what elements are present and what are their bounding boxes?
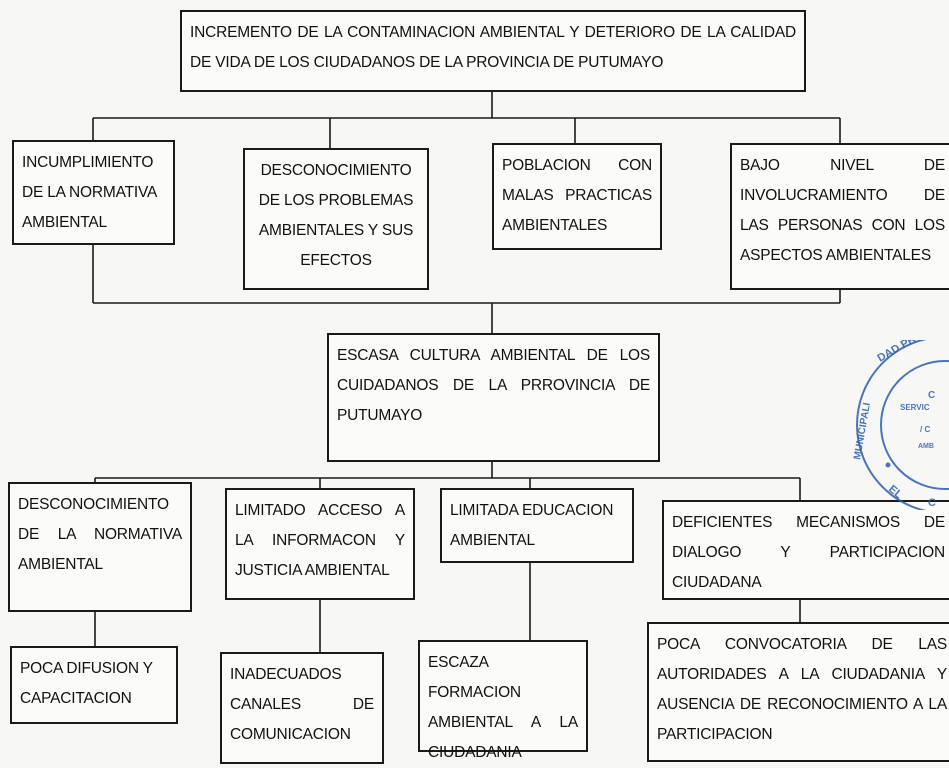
municipal-seal-stamp: DAD PR MUNICIPALI SERVIC C / C AMB EL C	[852, 340, 949, 510]
svg-text:MUNICIPALI: MUNICIPALI	[852, 402, 873, 461]
svg-text:DAD PR: DAD PR	[876, 340, 919, 365]
cause-text-3: POBLACION CON MALAS PRACTICAS AMBIENTALE…	[502, 157, 652, 234]
svg-text:/ C: / C	[920, 425, 930, 434]
sub-effect-box-4: POCA CONVOCATORIA DE LAS AUTORIDADES A L…	[647, 622, 949, 762]
effect-box-1: DESCONOCIMIENTO DE LA NORMATIVA AMBIENTA…	[8, 482, 192, 612]
effect-box-3: LIMITADA EDUCACION AMBIENTAL	[440, 488, 634, 563]
sub-effect-box-1: POCA DIFUSION Y CAPACITACION	[10, 646, 178, 724]
effect-text-1: DESCONOCIMIENTO DE LA NORMATIVA AMBIENTA…	[18, 496, 182, 573]
cause-text-1: INCUMPLIMIENTO DE LA NORMATIVA AMBIENTAL	[22, 154, 157, 231]
cause-text-2: DESCONOCIMIENTO DE LOS PROBLEMAS AMBIENT…	[258, 162, 414, 269]
cause-box-3: POBLACION CON MALAS PRACTICAS AMBIENTALE…	[492, 143, 662, 250]
effect-box-4: DEFICIENTES MECANISMOS DE DIALOGO Y PART…	[662, 500, 949, 600]
sub-effect-text-1: POCA DIFUSION Y CAPACITACION	[20, 660, 153, 707]
sub-effect-box-2: INADECUADOS CANALES DE COMUNICACION	[220, 652, 384, 764]
sub-effect-text-4: POCA CONVOCATORIA DE LAS AUTORIDADES A L…	[657, 636, 947, 743]
effect-box-2: LIMITADO ACCESO A LA INFORMACON Y JUSTIC…	[225, 488, 415, 600]
top-problem-box: INCREMENTO DE LA CONTAMINACION AMBIENTAL…	[180, 10, 806, 92]
svg-text:C: C	[928, 390, 935, 401]
central-problem-text: ESCASA CULTURA AMBIENTAL DE LOS CUIDADAN…	[337, 347, 650, 424]
sub-effect-box-3: ESCAZA FORMACION AMBIENTAL A LA CIUDADAN…	[418, 640, 588, 761]
central-problem-box: ESCASA CULTURA AMBIENTAL DE LOS CUIDADAN…	[327, 333, 660, 462]
effect-text-2: LIMITADO ACCESO A LA INFORMACON Y JUSTIC…	[235, 502, 405, 579]
cause-box-2: DESCONOCIMIENTO DE LOS PROBLEMAS AMBIENT…	[243, 148, 429, 290]
svg-text:SERVIC: SERVIC	[900, 403, 930, 412]
effect-text-4: DEFICIENTES MECANISMOS DE DIALOGO Y PART…	[672, 514, 945, 591]
effect-text-3: LIMITADA EDUCACION AMBIENTAL	[450, 502, 614, 549]
top-problem-text: INCREMENTO DE LA CONTAMINACION AMBIENTAL…	[190, 24, 796, 71]
sub-effect-text-2: INADECUADOS CANALES DE COMUNICACION	[230, 666, 374, 743]
sub-effect-text-3: ESCAZA FORMACION AMBIENTAL A LA CIUDADAN…	[428, 654, 578, 761]
svg-text:EL: EL	[886, 483, 905, 501]
cause-box-1: INCUMPLIMIENTO DE LA NORMATIVA AMBIENTAL	[12, 140, 175, 245]
cause-box-4: BAJO NIVEL DE INVOLUCRAMIENTO DE LAS PER…	[730, 143, 949, 290]
svg-text:AMB: AMB	[918, 443, 934, 450]
cause-text-4: BAJO NIVEL DE INVOLUCRAMIENTO DE LAS PER…	[740, 157, 945, 264]
svg-text:C: C	[928, 497, 936, 509]
